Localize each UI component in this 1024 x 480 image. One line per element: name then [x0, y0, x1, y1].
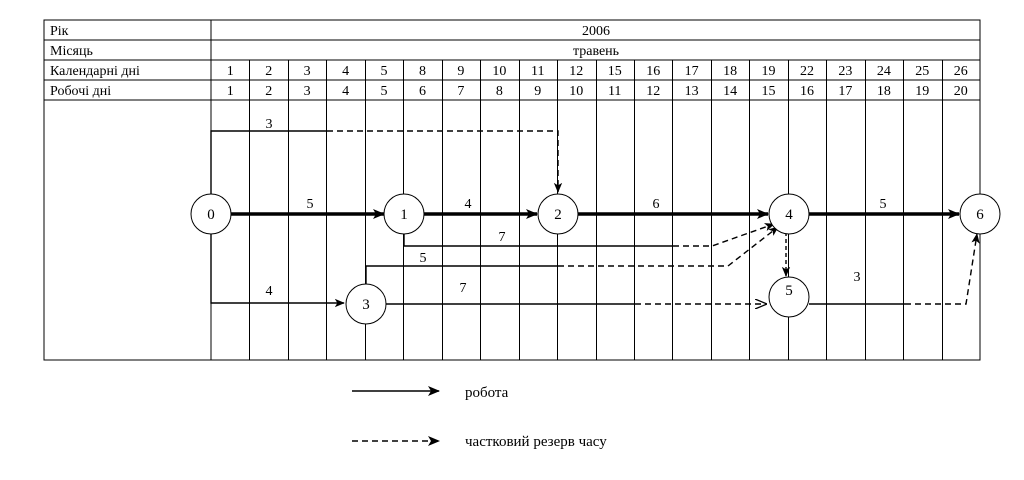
work-day-cell: 1 — [227, 84, 234, 99]
work-day-cell: 13 — [685, 84, 699, 99]
node-5-label: 5 — [785, 283, 793, 299]
duration-1-4: 7 — [499, 230, 506, 245]
activity-0-2-float — [327, 130, 563, 193]
calendar-day-cell: 22 — [800, 64, 814, 79]
calendar-day-cell: 12 — [569, 64, 583, 79]
duration-3-4: 5 — [420, 251, 427, 266]
duration-5-6: 3 — [854, 270, 861, 285]
work-day-cell: 14 — [723, 84, 737, 99]
row-label-calendar-days: Календарні дні — [50, 64, 140, 79]
activity-1-4-solid — [403, 233, 673, 247]
calendar-day-cell: 11 — [531, 64, 544, 79]
node-3: 3 — [345, 283, 387, 325]
legend: робота частковий резерв часу — [352, 385, 607, 450]
table-border — [43, 19, 981, 361]
calendar-day-cell: 24 — [877, 64, 891, 79]
work-day-cell: 19 — [915, 84, 929, 99]
event-nodes: 0 1 2 3 4 5 6 — [190, 193, 1001, 325]
calendar-day-cell: 5 — [381, 64, 388, 79]
node-4: 4 — [768, 193, 810, 235]
duration-0-2: 3 — [266, 117, 273, 132]
work-day-cell: 15 — [762, 84, 776, 99]
calendar-day-cell: 26 — [954, 64, 968, 79]
work-day-cell: 16 — [800, 84, 814, 99]
legend-work-label: робота — [465, 385, 509, 401]
node-6: 6 — [959, 193, 1001, 235]
node-5: 5 — [768, 276, 810, 318]
calendar-day-cell: 10 — [492, 64, 506, 79]
work-day-cell: 5 — [381, 84, 388, 99]
work-day-cell: 4 — [342, 84, 349, 99]
schedule-table: Рік Місяць Календарні дні Робочі дні 200… — [43, 19, 981, 361]
activity-1-4-float — [673, 223, 775, 247]
duration-0-1: 5 — [307, 197, 314, 212]
calendar-day-cell: 17 — [685, 64, 699, 79]
activity-3-4-float — [558, 226, 779, 267]
work-day-cell: 11 — [608, 84, 621, 99]
calendar-day-cell: 1 — [227, 64, 234, 79]
calendar-day-cell: 15 — [608, 64, 622, 79]
activity-durations: 3 5 4 6 5 7 5 4 7 3 — [266, 117, 887, 299]
activity-5-6-float — [905, 233, 980, 305]
node-2: 2 — [537, 193, 579, 235]
node-0: 0 — [190, 193, 232, 235]
duration-2-4: 6 — [653, 197, 660, 212]
activity-3-4-solid — [365, 265, 558, 285]
calendar-day-cell: 3 — [304, 64, 311, 79]
work-day-cell: 9 — [534, 84, 541, 99]
calendar-day-cell: 19 — [762, 64, 776, 79]
node-1: 1 — [383, 193, 425, 235]
duration-3-5: 7 — [460, 281, 467, 296]
node-3-label: 3 — [362, 297, 370, 313]
row-label-month: Місяць — [50, 44, 93, 59]
node-6-label: 6 — [976, 207, 984, 223]
work-day-cell: 12 — [646, 84, 660, 99]
duration-0-3: 4 — [266, 284, 273, 299]
work-day-cell: 3 — [304, 84, 311, 99]
calendar-day-cell: 9 — [457, 64, 464, 79]
activity-0-2-solid — [210, 130, 327, 195]
calendar-day-cell: 4 — [342, 64, 349, 79]
work-day-cell: 17 — [838, 84, 852, 99]
node-0-label: 0 — [207, 207, 215, 223]
calendar-day-cell: 16 — [646, 64, 660, 79]
work-day-cell: 2 — [265, 84, 272, 99]
node-1-label: 1 — [400, 207, 408, 223]
activity-0-3 — [210, 233, 345, 308]
node-2-label: 2 — [554, 207, 562, 223]
activity-arrows — [210, 130, 980, 308]
row-label-work-days: Робочі дні — [50, 84, 111, 99]
work-day-cell: 8 — [496, 84, 503, 99]
work-day-cell: 7 — [457, 84, 464, 99]
work-day-cell: 18 — [877, 84, 891, 99]
calendar-day-cell: 2 — [265, 64, 272, 79]
calendar-day-cell: 25 — [915, 64, 929, 79]
work-day-cell: 6 — [419, 84, 426, 99]
calendar-day-cell: 23 — [838, 64, 852, 79]
work-day-cell: 10 — [569, 84, 583, 99]
row-label-year: Рік — [50, 24, 69, 39]
work-day-cell: 20 — [954, 84, 968, 99]
calendar-day-cell: 18 — [723, 64, 737, 79]
year-value: 2006 — [582, 24, 610, 39]
legend-float-label: частковий резерв часу — [465, 434, 607, 450]
duration-1-2: 4 — [465, 197, 472, 212]
calendar-day-cell: 8 — [419, 64, 426, 79]
node-4-label: 4 — [785, 207, 793, 223]
duration-4-6: 5 — [880, 197, 887, 212]
month-value: травень — [573, 44, 619, 59]
